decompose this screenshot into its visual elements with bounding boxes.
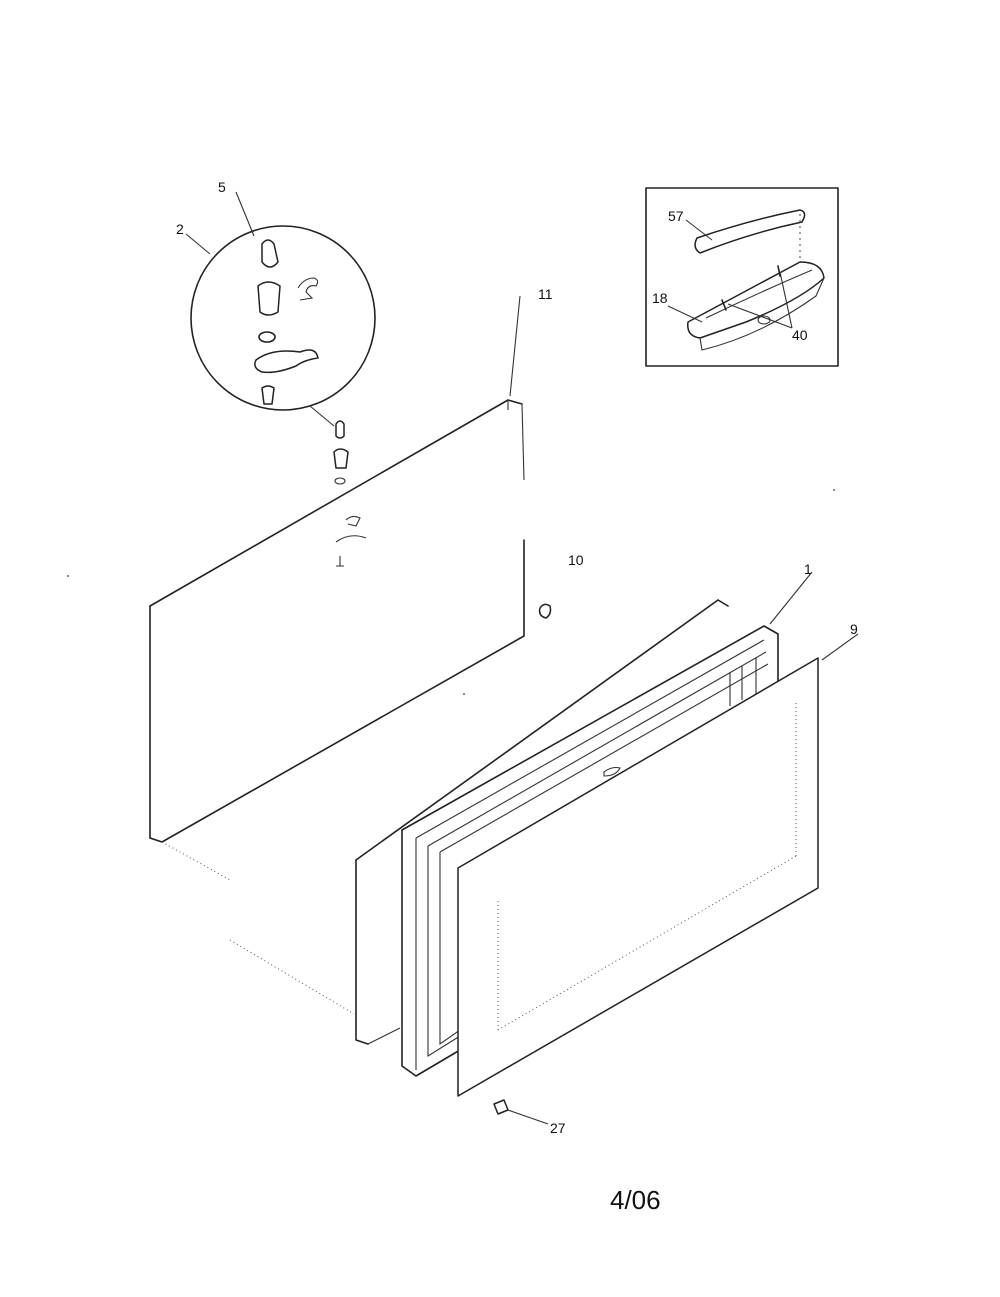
screw-27-body	[493, 1099, 509, 1115]
screw-27	[493, 1099, 549, 1125]
insulation-top-edge	[355, 599, 729, 861]
leader-11	[509, 295, 521, 397]
door-bumper-10	[538, 603, 552, 619]
handle-screw-right	[777, 265, 781, 277]
speck	[463, 693, 465, 695]
callout-5: 5	[218, 179, 226, 195]
handle-screw-left	[721, 299, 727, 311]
callout-27: 27	[550, 1120, 566, 1136]
outer-door-panel	[149, 295, 525, 1015]
leader-detail-to-door	[309, 405, 335, 427]
leader-5	[235, 191, 255, 237]
leader-27	[507, 1109, 549, 1125]
scan-specks	[67, 489, 835, 695]
handle-base	[687, 261, 825, 339]
hinge-clip	[297, 277, 319, 301]
door-hinge-bushing	[333, 448, 349, 469]
door-hinge-pin	[335, 420, 345, 439]
callout-10: 10	[568, 552, 584, 568]
hinge-detail-circle	[185, 191, 376, 427]
leader-9	[821, 633, 859, 661]
callout-2: 2	[176, 221, 184, 237]
hinge-bushing	[257, 281, 281, 316]
leader-2	[185, 233, 211, 255]
handle-trim-strip	[694, 209, 806, 254]
inset-frame	[645, 187, 839, 367]
door-hinge-washer	[334, 477, 346, 485]
gasket-outer-left	[401, 829, 461, 1077]
outer-panel-right-top	[507, 400, 525, 481]
leader-18	[667, 305, 703, 323]
door-hinge-clip	[335, 515, 367, 543]
leader-1	[769, 571, 813, 625]
hinge-screw	[261, 385, 275, 405]
hinge-washer	[258, 331, 276, 343]
liner-inner-outline	[497, 700, 797, 1031]
callout-1: 1	[804, 561, 812, 577]
handle-base-groove	[705, 269, 813, 319]
leader-57	[685, 219, 713, 241]
outer-panel-bottom-edge	[149, 539, 525, 843]
callout-18: 18	[652, 290, 668, 306]
gasket-inner-line	[439, 663, 769, 1046]
speck	[67, 575, 69, 577]
callout-40: 40	[792, 327, 808, 343]
leader-40	[727, 271, 793, 329]
inner-door-liner	[457, 633, 859, 1097]
callout-57: 57	[668, 208, 684, 224]
insulation-bottom-edge	[367, 1027, 401, 1045]
detail-circle-outline	[190, 225, 376, 411]
liner-panel-face	[457, 657, 819, 1097]
handle-detail-inset	[645, 187, 839, 367]
callout-9: 9	[850, 621, 858, 637]
hinge-arm	[254, 349, 319, 374]
door-hinge-screw	[336, 556, 344, 567]
gasket-corner-lines	[729, 658, 757, 706]
gasket-outer-inner	[415, 639, 765, 1070]
outer-panel-alignment	[161, 841, 355, 1015]
insulation-left-edge	[355, 859, 369, 1045]
gasket-mid-line	[427, 651, 767, 1057]
callout-11: 11	[538, 286, 553, 302]
door-hinge-parts	[333, 420, 367, 567]
speck	[833, 489, 835, 491]
date-code: 4/06	[610, 1185, 661, 1215]
hinge-pin-top	[261, 239, 279, 268]
liner-latch-slot	[603, 766, 621, 777]
handle-base-side	[699, 277, 825, 351]
insulation-panel	[355, 599, 729, 1045]
